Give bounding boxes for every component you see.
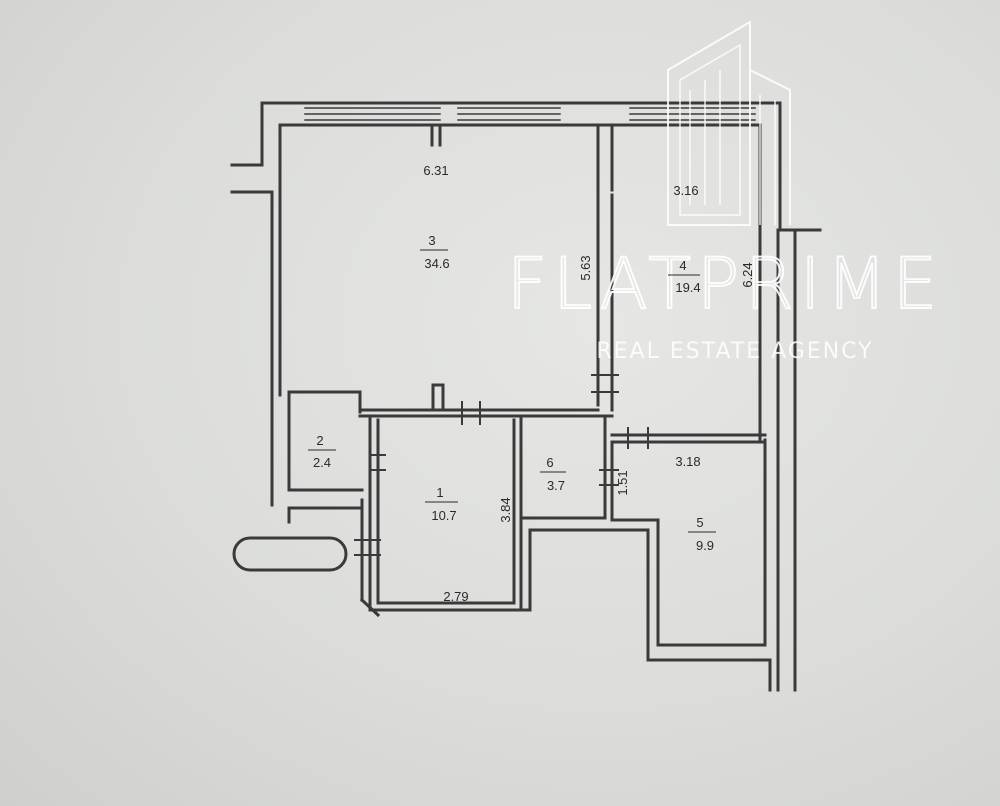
door-marks — [354, 374, 649, 556]
room-2-number: 2 — [316, 433, 323, 448]
room-4-number: 4 — [679, 258, 686, 273]
dim-room3-length: 5.63 — [578, 255, 593, 280]
watermark-tagline: REAL ESTATE AGENCY — [596, 339, 873, 364]
room-1-number: 1 — [436, 485, 443, 500]
room-3-area: 34.6 — [424, 256, 449, 271]
room-6-area: 3.7 — [547, 478, 565, 493]
room-4-area: 19.4 — [675, 280, 700, 295]
room-5-walls — [528, 518, 772, 692]
partition-below-4 — [610, 433, 767, 444]
dim-room4-width: 3.16 — [673, 183, 698, 198]
dim-room3-width: 6.31 — [423, 163, 448, 178]
left-wall — [230, 101, 364, 524]
dim-room1-length: 3.84 — [498, 497, 513, 522]
watermark-logo — [667, 20, 791, 226]
room-1-area: 10.7 — [431, 508, 456, 523]
partition-below-3 — [358, 383, 614, 418]
dim-room1-width: 2.79 — [443, 589, 468, 604]
watermark-brand: FLATPRIME — [507, 243, 943, 325]
room-6-number: 6 — [546, 455, 553, 470]
room-1-walls — [359, 414, 532, 618]
dim-room6-length: 1.51 — [615, 470, 630, 495]
room-6-walls — [519, 414, 614, 522]
dim-room5-width: 3.18 — [675, 454, 700, 469]
room-5-number: 5 — [696, 515, 703, 530]
dim-room4-length: 6.24 — [740, 262, 755, 287]
room-2-area: 2.4 — [313, 455, 331, 470]
room-5-area: 9.9 — [696, 538, 714, 553]
room-3-number: 3 — [428, 233, 435, 248]
top-wall-windows — [260, 101, 782, 127]
exterior-rounded-fixture — [232, 536, 348, 572]
